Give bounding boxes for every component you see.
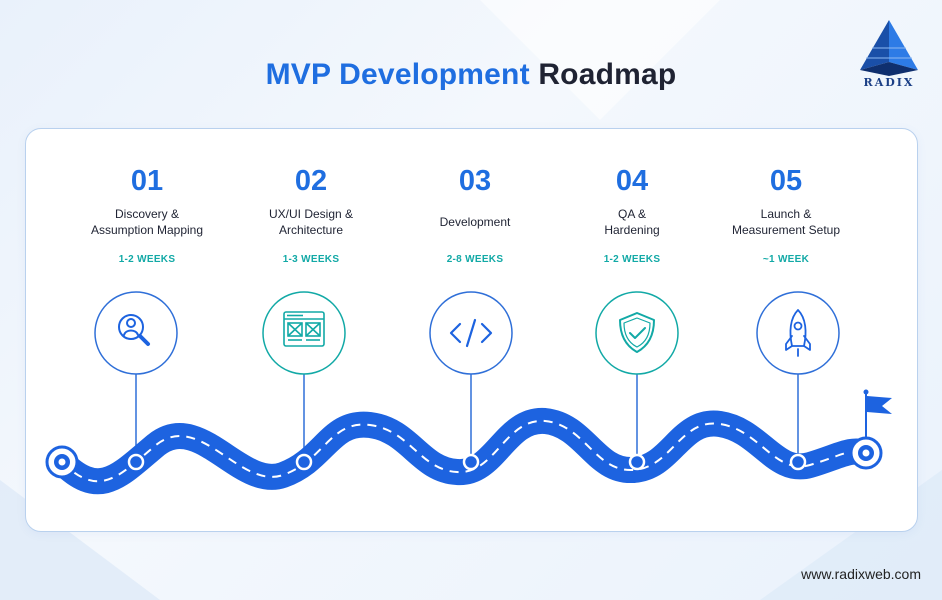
step-number: 04: [615, 165, 649, 197]
step-number: 03: [458, 165, 492, 197]
step-name: Discovery & Assumption Mapping: [90, 207, 204, 237]
road-end-marker: [849, 436, 883, 470]
rocket-icon: [785, 309, 811, 357]
road-node: [628, 453, 646, 471]
code-icon: [449, 318, 493, 348]
step-3: 03 Development 2-8 WEEKS: [390, 164, 560, 265]
step-duration: 2-8 WEEKS: [446, 254, 504, 265]
logo-text: RADIX: [863, 76, 915, 89]
road-start-marker: [45, 445, 79, 479]
step-duration: 1-3 WEEKS: [282, 254, 340, 265]
step-duration: 1-2 WEEKS: [603, 254, 661, 265]
step-4: 04 QA & Hardening 1-2 WEEKS: [547, 164, 717, 265]
search-user-icon: [118, 314, 150, 346]
step-name: UX/UI Design & Architecture: [268, 207, 354, 237]
step-5: 05 Launch & Measurement Setup ~1 WEEK: [701, 164, 871, 265]
step-duration: ~1 WEEK: [762, 254, 810, 265]
icon-circle: [595, 291, 679, 375]
step-number: 02: [294, 165, 328, 197]
title-accent: MVP Development: [265, 58, 530, 91]
icon-circle: [756, 291, 840, 375]
road-dashes: [61, 419, 867, 483]
step-number: 05: [769, 165, 803, 197]
step-2: 02 UX/UI Design & Architecture 1-3 WEEKS: [226, 164, 396, 265]
step-name: QA & Hardening: [604, 207, 660, 237]
icon-circle: [262, 291, 346, 375]
step-number: 01: [130, 165, 164, 197]
shield-check-icon: [619, 312, 655, 353]
step-1: 01 Discovery & Assumption Mapping 1-2 WE…: [62, 164, 232, 265]
radix-logo-icon: [860, 20, 918, 76]
step-duration: 1-2 WEEKS: [118, 254, 176, 265]
road-node: [127, 453, 145, 471]
finish-flag-icon: [863, 389, 892, 438]
wireframe-icon: [283, 311, 325, 347]
road-node: [295, 453, 313, 471]
website-link[interactable]: www.radixweb.com: [801, 566, 921, 582]
road-node: [462, 453, 480, 471]
roadmap-road: [49, 408, 879, 495]
title-dark: Roadmap: [538, 58, 677, 91]
step-name: Launch & Measurement Setup: [731, 207, 841, 237]
road-node: [789, 453, 807, 471]
page-title: MVP Development Roadmap: [0, 58, 942, 92]
step-name: Development: [439, 215, 511, 229]
